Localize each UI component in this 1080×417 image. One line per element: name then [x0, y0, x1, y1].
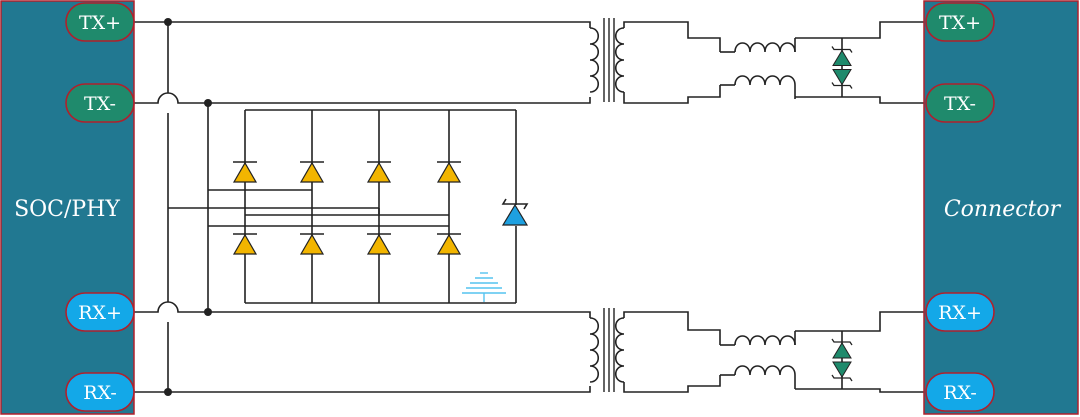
pin-label: RX+ — [78, 302, 122, 324]
right-pin-rxminus: RX- — [925, 372, 995, 412]
wires — [134, 21, 924, 393]
tvs-bidirectional-tx-icon — [831, 38, 853, 97]
right-pin-rxplus: RX+ — [925, 292, 995, 332]
pin-shape — [925, 372, 995, 412]
tvs-diode-icon — [232, 161, 258, 183]
soc-phy-block — [0, 0, 135, 415]
pin-shape — [65, 2, 135, 42]
rx-minus-wire — [134, 386, 591, 393]
bidiode-bar — [831, 46, 853, 53]
tx-plus-wire — [134, 21, 591, 28]
bidiode-upper — [832, 342, 852, 359]
pin-shape — [925, 292, 995, 332]
rx-plus-wire — [134, 301, 591, 318]
zener-body — [501, 203, 529, 226]
transformer-rx-icon — [603, 308, 615, 392]
transformer-tx-icon — [603, 18, 615, 102]
tvs-diode-icon — [366, 233, 392, 255]
choke-coil-top — [734, 335, 796, 346]
tvs-diode-icon — [299, 161, 325, 183]
tx-plus-out-wire — [795, 21, 924, 39]
choke-coil-bottom — [734, 365, 796, 376]
right-pin-txminus: TX- — [925, 83, 995, 123]
pin-label: TX+ — [939, 12, 981, 34]
pin-shape — [65, 372, 135, 412]
left-pin-txplus: TX+ — [65, 2, 135, 42]
left-pin-rxplus: RX+ — [65, 292, 135, 332]
junction-dot — [164, 388, 172, 396]
tx-minus-out-wire — [795, 96, 924, 104]
diode-body — [366, 161, 392, 183]
pin-label: TX+ — [79, 12, 121, 34]
tx-minus-wire — [134, 92, 591, 104]
diode-body — [299, 233, 325, 255]
transformer-secondary-coil — [614, 27, 625, 93]
pin-label: RX+ — [938, 302, 982, 324]
bidiode-lower — [832, 361, 852, 378]
zener-diode-icon — [501, 198, 529, 226]
bidiode-lower — [832, 69, 852, 86]
bidiode-upper — [832, 49, 852, 66]
tx-secondary-wire — [623, 21, 721, 52]
ground-icon — [462, 272, 506, 302]
choke-coil-top — [734, 42, 796, 53]
transformer-primary-coil — [589, 27, 600, 93]
transformer-secondary-coil — [614, 317, 625, 383]
rx-secondary-wire — [623, 375, 721, 393]
left-pin-txminus: TX- — [65, 83, 135, 123]
tvs-diode-icon — [436, 161, 462, 183]
pin-shape — [925, 83, 995, 123]
junction-dot — [164, 18, 172, 26]
rx-plus-out-wire — [795, 311, 924, 332]
bidiode-bar — [831, 374, 853, 382]
soc-phy-label: SOC/PHY — [14, 197, 120, 222]
junction-dot — [204, 308, 212, 316]
pin-shape — [65, 292, 135, 332]
common-mode-choke-tx-icon — [720, 38, 796, 99]
tx-secondary-wire — [623, 85, 721, 104]
rx-minus-out-wire — [795, 388, 924, 393]
diode-body — [232, 233, 258, 255]
choke-coil-bottom — [734, 75, 796, 86]
junction-dot — [204, 99, 212, 107]
transformer-primary-coil — [589, 317, 600, 383]
diode-body — [436, 161, 462, 183]
connector-label: Connector — [944, 197, 1062, 222]
pin-label: RX- — [943, 382, 977, 404]
pin-label: TX- — [84, 93, 116, 115]
tvs-diode-icon — [436, 233, 462, 255]
tvs-diode-icon — [366, 161, 392, 183]
pin-shape — [925, 2, 995, 42]
bidiode-bar — [831, 338, 853, 346]
pins: TX+ TX- RX+ RX- TX+ TX- RX+ RX- — [65, 2, 995, 412]
pin-label: RX- — [83, 382, 117, 404]
diode-body — [366, 233, 392, 255]
diode-body — [436, 233, 462, 255]
left-pin-rxminus: RX- — [65, 372, 135, 412]
right-pin-txplus: TX+ — [925, 2, 995, 42]
bidiode-bar — [831, 82, 853, 89]
components — [164, 18, 853, 396]
pin-label: TX- — [944, 93, 976, 115]
zener-bar — [501, 198, 529, 210]
diode-body — [232, 161, 258, 183]
common-mode-choke-rx-icon — [720, 331, 796, 389]
tvs-bidirectional-rx-icon — [831, 331, 853, 389]
pin-shape — [65, 83, 135, 123]
tvs-diode-icon — [299, 233, 325, 255]
diode-body — [299, 161, 325, 183]
rx-secondary-wire — [623, 311, 721, 345]
tvs-diode-icon — [232, 233, 258, 255]
connector-block — [923, 0, 1079, 415]
